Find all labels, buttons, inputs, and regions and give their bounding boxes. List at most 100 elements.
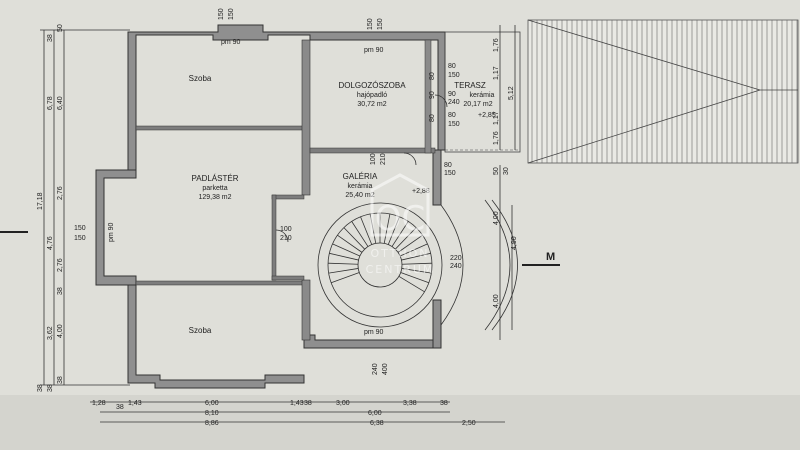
interior-walls xyxy=(135,39,436,341)
opening-pm90-top: pm 90 xyxy=(221,39,241,46)
dim-bottom-1c: 6,00 xyxy=(205,400,219,407)
dim-left-e: 2,76 xyxy=(57,258,64,272)
watermark-logo: OC OTTHON CENTRUM xyxy=(366,173,435,276)
opening-d80-a-w: 80 xyxy=(448,63,456,70)
dim-bottom-1f: 3,38 xyxy=(403,400,417,407)
opening-door-padlas-h: 210 xyxy=(280,235,292,242)
opening-d80-c-h: 150 xyxy=(444,170,456,177)
opening-door-galeria-h: 210 xyxy=(380,153,387,165)
dim-bottom-s1: 38 xyxy=(116,404,124,411)
opening-w150-left-a: 150 xyxy=(74,225,86,232)
dim-right-g: 4,00 xyxy=(493,294,500,308)
opening-bay-w: 220 xyxy=(450,255,462,262)
curved-bay-railing xyxy=(440,199,518,331)
dim-bottom-3c: 2,50 xyxy=(462,420,476,427)
room-floor-padlaster: parketta xyxy=(202,185,227,192)
right-dimension-lines xyxy=(499,25,516,340)
paper-shadow xyxy=(0,395,800,450)
room-area-galeria: 25,40 m2 xyxy=(345,192,374,199)
watermark-line1: OTTHON xyxy=(370,247,429,260)
opening-d80-a-h: 150 xyxy=(448,72,460,79)
room-area-dolgozoszoba: 30,72 m2 xyxy=(357,101,386,108)
opening-w150-top-b: 150 xyxy=(228,8,235,20)
dim-bottom-1a: 1,28 xyxy=(92,400,106,407)
room-label-galeria: GALÉRIA xyxy=(343,172,378,181)
dim-right-i: 50 xyxy=(493,167,500,175)
opening-bottom-w: 240 xyxy=(372,363,379,375)
opening-t80-b-w: 80 xyxy=(429,114,436,122)
dim-right-c: 1,17 xyxy=(493,66,500,80)
dim-right-d: 1,17 xyxy=(493,111,500,125)
dim-left-b: 6,78 xyxy=(47,96,54,110)
level-terasz: +2,85 xyxy=(478,112,496,119)
dim-left-c: 2,76 xyxy=(57,186,64,200)
room-area-padlaster: 129,38 m2 xyxy=(198,194,231,201)
dim-left-h: 38 xyxy=(47,34,54,42)
dim-left-k: 38 xyxy=(47,384,54,392)
dim-right-h: 4,90 xyxy=(511,236,518,250)
door-swings xyxy=(275,94,448,243)
dim-left-total: 17,18 xyxy=(37,192,44,210)
opening-pm90-left: pm 90 xyxy=(108,222,115,242)
dim-bottom-1b: 1,43 xyxy=(128,400,142,407)
room-label-padlaster: PADLÁSTÉR xyxy=(192,174,239,183)
dim-bottom-3b: 6,38 xyxy=(370,420,384,427)
opening-w150-left-b: 150 xyxy=(74,235,86,242)
dim-left-i: 38 xyxy=(57,287,64,295)
opening-bottom-h: 400 xyxy=(382,363,389,375)
dim-right-f: 4,00 xyxy=(493,211,500,225)
opening-d90-h: 240 xyxy=(448,99,460,106)
roof-hatch xyxy=(527,19,799,164)
opening-bay-h: 240 xyxy=(450,263,462,270)
dim-left-m: 50 xyxy=(57,24,64,32)
room-label-szoba-bottom: Szoba xyxy=(189,326,212,335)
level-galeria: +2,88 xyxy=(412,188,430,195)
room-label-dolgozoszoba: DOLGOZÓSZOBA xyxy=(338,81,406,90)
dim-right-j: 30 xyxy=(503,167,510,175)
opening-d80-c-w: 80 xyxy=(444,162,452,169)
section-marker-label: M xyxy=(546,251,555,263)
opening-t90-w: 90 xyxy=(429,91,436,99)
dim-left-d: 4,76 xyxy=(47,236,54,250)
room-floor-dolgozoszoba: hajópadló xyxy=(357,92,387,99)
room-floor-galeria: kerámia xyxy=(348,183,373,190)
dim-left-l: 38 xyxy=(57,376,64,384)
watermark-line2: CENTRUM xyxy=(366,263,435,276)
dim-bottom-1d: 1,43 xyxy=(290,400,304,407)
opening-d80-b-h: 150 xyxy=(448,121,460,128)
opening-pm90-galeria: pm 90 xyxy=(364,329,384,336)
room-floor-terasz: kerámia xyxy=(470,92,495,99)
dim-right-e: 1,76 xyxy=(493,131,500,145)
opening-w150-dolg-b: 150 xyxy=(377,18,384,30)
opening-door-padlas-w: 100 xyxy=(280,226,292,233)
section-marker: M xyxy=(522,251,560,266)
opening-t80-a-w: 80 xyxy=(429,72,436,80)
dim-bottom-2a: 8,10 xyxy=(205,410,219,417)
bottom-dimension-lines xyxy=(90,401,505,423)
dim-bottom-s2: 38 xyxy=(304,400,312,407)
dim-right-a: 5,12 xyxy=(508,86,515,100)
dim-left-a: 6,40 xyxy=(57,96,64,110)
dim-left-f: 3,62 xyxy=(47,326,54,340)
room-label-terasz: TERASZ xyxy=(454,81,486,90)
watermark-oc: OC xyxy=(375,199,426,239)
dim-bottom-1e: 3,00 xyxy=(336,400,350,407)
left-dimension-lines xyxy=(40,29,130,386)
dim-left-j: 38 xyxy=(37,384,44,392)
room-area-terasz: 20,17 m2 xyxy=(463,101,492,108)
opening-w150-top-a: 150 xyxy=(218,8,225,20)
dim-bottom-s3: 38 xyxy=(440,400,448,407)
opening-pm90-dolgozo: pm 90 xyxy=(364,47,384,54)
dim-left-g: 4,00 xyxy=(57,324,64,338)
exterior-walls xyxy=(95,24,446,389)
dim-bottom-3a: 8,86 xyxy=(205,420,219,427)
opening-d90-w: 90 xyxy=(448,91,456,98)
dim-right-b: 1,76 xyxy=(493,38,500,52)
opening-door-galeria-w: 100 xyxy=(370,153,377,165)
dim-bottom-2b: 6,00 xyxy=(368,410,382,417)
room-label-szoba-top: Szoba xyxy=(189,74,212,83)
terrace-outline xyxy=(444,31,521,153)
opening-d80-b-w: 80 xyxy=(448,112,456,119)
opening-w150-dolg-a: 150 xyxy=(367,18,374,30)
